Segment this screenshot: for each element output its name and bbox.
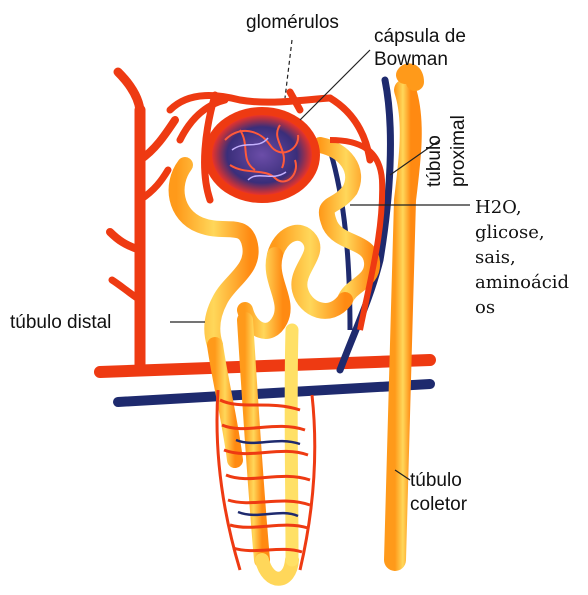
glomerulus bbox=[204, 107, 320, 203]
label-reabsorption-2: glicose, bbox=[475, 220, 545, 245]
label-capsula-line1: cápsula de bbox=[374, 26, 466, 48]
label-reabsorption-1: H2O, bbox=[475, 195, 522, 220]
label-reabsorption-5: os bbox=[475, 295, 495, 320]
label-reabsorption-3: sais, bbox=[475, 245, 516, 270]
label-tubulo-coletor-line1: túbulo bbox=[410, 470, 462, 492]
label-capsula-line2: Bowman bbox=[374, 49, 448, 71]
label-tubulo-distal: túbulo distal bbox=[10, 312, 111, 334]
artery-horizontal bbox=[100, 360, 430, 372]
label-tubulo-proximal-line1: túbulo bbox=[424, 135, 446, 187]
artery-left bbox=[110, 72, 175, 365]
collecting-duct bbox=[395, 90, 411, 560]
label-tubulo-proximal-line2: proximal bbox=[448, 115, 470, 187]
label-reabsorption-4: aminoácid bbox=[475, 270, 569, 295]
label-glomerulos: glomérulos bbox=[246, 12, 339, 34]
label-tubulo-coletor-line2: coletor bbox=[410, 494, 467, 516]
vein-horizontal bbox=[118, 384, 430, 402]
loop-of-henle bbox=[245, 320, 292, 579]
